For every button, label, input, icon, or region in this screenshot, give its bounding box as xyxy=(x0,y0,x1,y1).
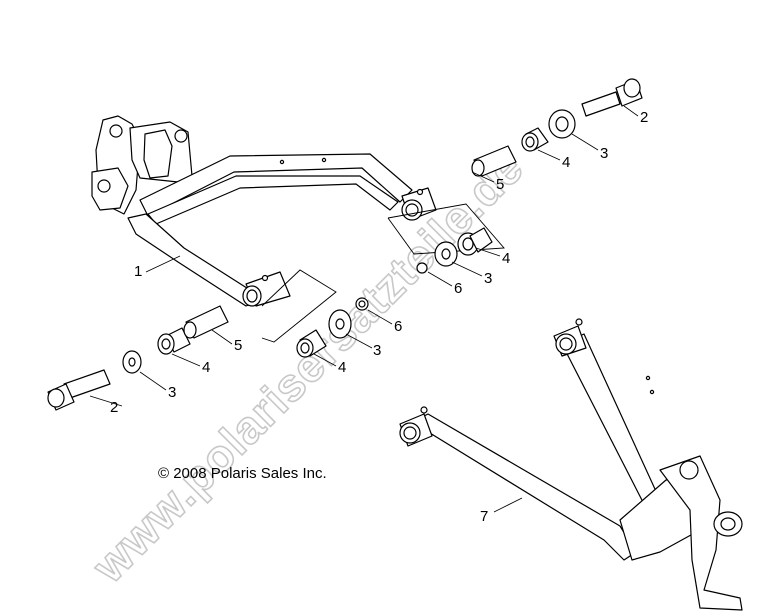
callout-4-right: 4 xyxy=(562,154,570,171)
callout-3-right: 3 xyxy=(600,145,608,162)
callout-1: 1 xyxy=(134,263,142,280)
callout-6-center: 6 xyxy=(394,318,402,335)
callout-4-center: 4 xyxy=(338,359,346,376)
upper-a-arm xyxy=(91,115,437,307)
lower-a-arm xyxy=(399,318,743,611)
callout-2-right: 2 xyxy=(640,109,648,126)
callout-2-left: 2 xyxy=(110,399,118,416)
callout-3-mid: 3 xyxy=(484,270,492,287)
callout-3-center: 3 xyxy=(373,342,381,359)
callout-5-left: 5 xyxy=(234,337,242,354)
callouts: 1 2 2 3 3 3 3 4 4 4 4 5 5 6 6 7 xyxy=(110,109,648,525)
group-outline-upper xyxy=(387,203,505,255)
callout-7: 7 xyxy=(480,508,488,525)
callout-4-mid: 4 xyxy=(502,250,510,267)
callout-6-mid: 6 xyxy=(454,280,462,297)
callout-4-left: 4 xyxy=(202,359,210,376)
leader-lines xyxy=(89,105,639,513)
group-outline-lower xyxy=(261,269,337,343)
right-hardware-stack xyxy=(416,78,643,274)
copyright-text: © 2008 Polaris Sales Inc. xyxy=(158,465,327,482)
left-hardware-stack xyxy=(47,297,369,411)
callout-3-left: 3 xyxy=(168,384,176,401)
callout-5-right: 5 xyxy=(496,176,504,193)
